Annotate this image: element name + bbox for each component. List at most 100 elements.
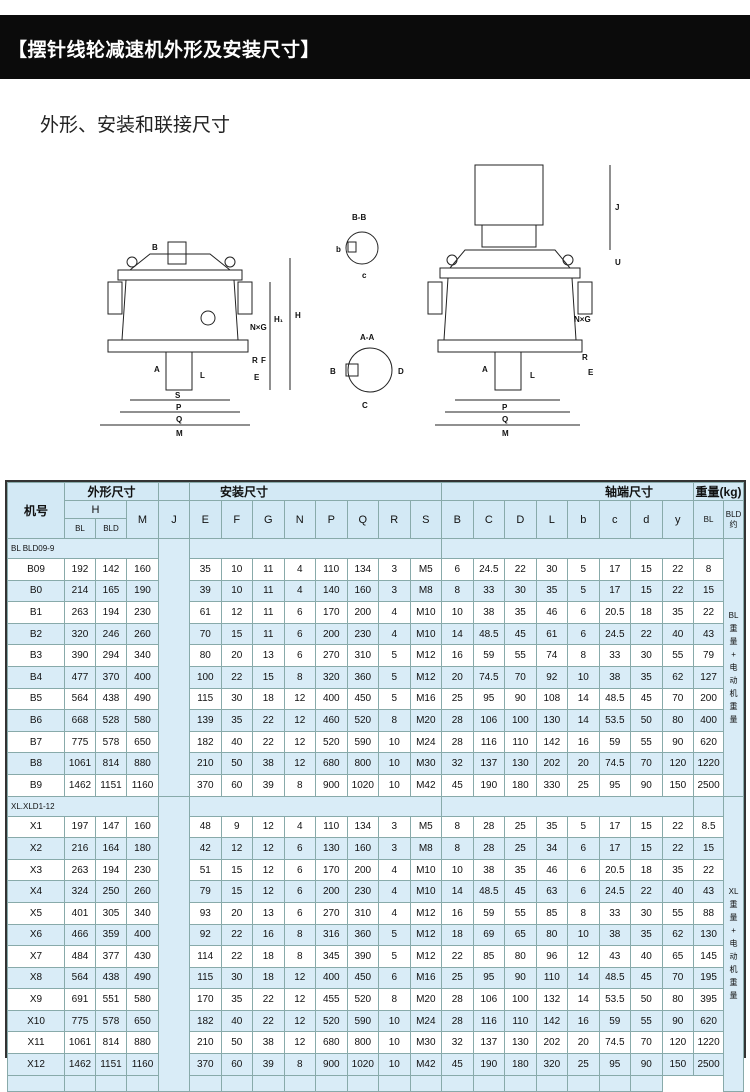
value-cell: 59 [598, 1009, 632, 1033]
j-column-cell [158, 795, 191, 1092]
value-cell: 53.5 [598, 988, 632, 1011]
value-cell: 775 [64, 1009, 96, 1033]
value-cell: 6 [283, 644, 317, 667]
value-cell: 17 [598, 815, 632, 839]
value-cell: 106 [472, 709, 506, 732]
model-cell: B5 [7, 687, 65, 711]
value-cell: 25 [504, 815, 537, 839]
model-cell: X1 [7, 815, 65, 839]
value-cell: 12 [252, 837, 285, 860]
value-cell: 18 [252, 945, 285, 968]
value-cell: 22 [630, 880, 663, 903]
value-cell: 160 [346, 837, 380, 860]
value-cell: 22 [252, 1009, 285, 1033]
value-cell: 90 [630, 773, 663, 797]
value-cell: 38 [252, 752, 285, 775]
value-cell: 484 [64, 945, 96, 968]
value-cell: 12 [283, 730, 317, 754]
value-cell: 150 [661, 1053, 695, 1076]
value-cell: M42 [409, 773, 443, 797]
label-d: D [398, 367, 404, 376]
value-cell: 35 [535, 579, 569, 603]
value-cell: 35 [661, 858, 695, 882]
blank-cell [283, 1074, 317, 1092]
value-cell: 450 [346, 687, 380, 711]
value-cell: 13 [252, 901, 285, 925]
value-cell: 45 [630, 966, 663, 990]
value-cell: 310 [346, 901, 380, 925]
value-cell: 8 [283, 945, 317, 968]
value-cell: 15 [630, 815, 663, 839]
value-cell: 194 [95, 858, 127, 882]
value-cell: 900 [315, 773, 348, 797]
value-cell: 1061 [64, 1031, 96, 1055]
value-cell: M10 [409, 601, 443, 624]
model-cell: X7 [7, 945, 65, 968]
value-cell: 106 [472, 988, 506, 1011]
value-cell: 62 [661, 665, 695, 689]
value-cell: 115 [189, 687, 222, 711]
value-cell: M5 [409, 558, 443, 581]
value-cell: 11 [252, 558, 285, 581]
value-cell: 28 [441, 1009, 474, 1033]
value-cell: 490 [125, 966, 160, 990]
value-cell: 12 [220, 601, 254, 624]
value-cell: 4 [283, 815, 317, 839]
value-cell: 800 [346, 1031, 380, 1055]
value-cell: 55 [630, 1009, 663, 1033]
value-cell: 25 [441, 966, 474, 990]
value-cell: 20 [220, 901, 254, 925]
value-cell: 200 [346, 601, 380, 624]
value-cell: 40 [661, 880, 695, 903]
col-s: S [409, 500, 443, 539]
value-cell: 10 [378, 1009, 411, 1033]
value-cell: 43 [693, 880, 725, 903]
col-weight-bld: BLD约 [723, 500, 744, 539]
value-cell: 390 [64, 644, 96, 667]
blank-cell [535, 1074, 569, 1092]
value-cell: 30 [220, 687, 254, 711]
value-cell: 5 [567, 558, 600, 581]
value-cell: 108 [535, 687, 569, 711]
value-cell: 22 [252, 730, 285, 754]
value-cell: 35 [535, 815, 569, 839]
label-e: E [254, 373, 260, 382]
model-cell: X4 [7, 880, 65, 903]
value-cell: 90 [504, 966, 537, 990]
value-cell: 59 [472, 901, 506, 925]
value-cell: 10 [220, 579, 254, 603]
value-cell: M12 [409, 923, 443, 947]
value-cell: 17 [598, 837, 632, 860]
value-cell: 455 [315, 988, 348, 1011]
value-cell: 45 [441, 773, 474, 797]
value-cell: 2500 [693, 1053, 725, 1076]
value-cell: 401 [64, 901, 96, 925]
value-cell: 10 [567, 665, 600, 689]
label-bb: B-B [352, 213, 366, 222]
section-label: XL.XLD1-12 [6, 795, 160, 817]
value-cell: 40 [630, 945, 663, 968]
weight-note-char: 重 [729, 623, 738, 633]
blank-cell [693, 795, 725, 817]
value-cell: 210 [189, 752, 222, 775]
value-cell: 22 [252, 709, 285, 732]
value-cell: 6 [567, 858, 600, 882]
value-cell: 12 [283, 687, 317, 711]
value-cell: 69 [472, 923, 506, 947]
value-cell: 680 [315, 1031, 348, 1055]
model-cell: B7 [7, 730, 65, 754]
value-cell: 15 [220, 880, 254, 903]
blank-cell [441, 1074, 474, 1092]
value-cell: 20 [441, 665, 474, 689]
value-cell: 1462 [64, 1053, 96, 1076]
value-cell: M12 [409, 945, 443, 968]
value-cell: 30 [630, 644, 663, 667]
